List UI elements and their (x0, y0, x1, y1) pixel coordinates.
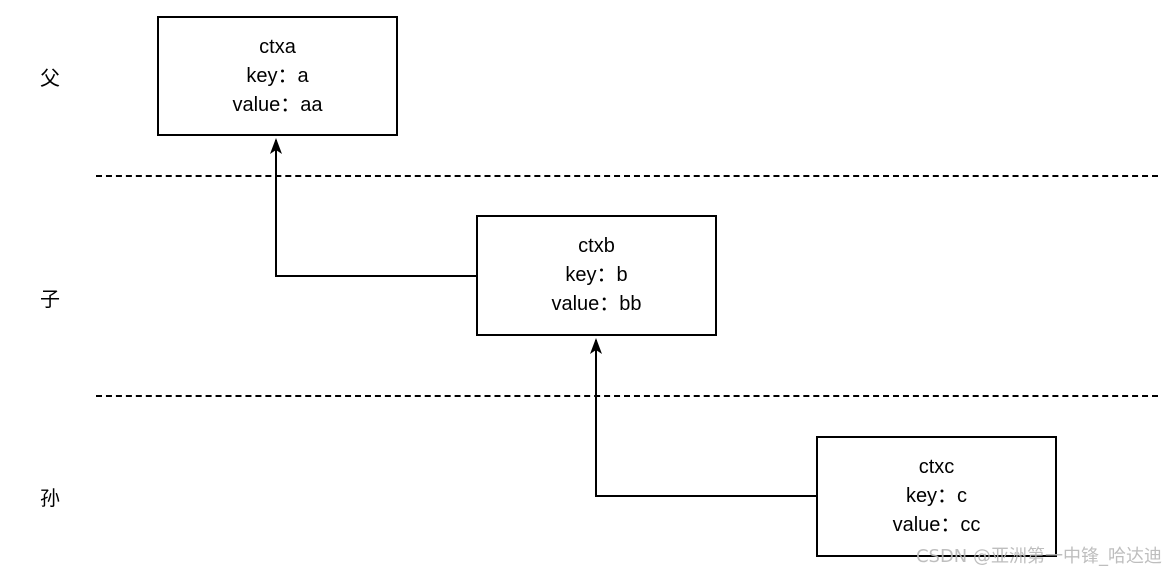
layer-label-parent: 父 (40, 66, 60, 90)
context-name: ctxb (578, 235, 615, 257)
context-box-ctxa: ctxa key：a value：aa (157, 16, 398, 136)
arrowhead-ctxa (270, 138, 282, 154)
edge-ctxb-to-ctxa (275, 140, 476, 277)
context-key: key：a (246, 64, 309, 87)
context-key: key：b (565, 264, 628, 286)
layer-divider-parent-child (96, 175, 1158, 177)
layer-label-child: 子 (40, 287, 60, 311)
context-box-ctxc: ctxc key：c value：cc (816, 436, 1057, 557)
layer-divider-child-grandchild (96, 395, 1158, 397)
context-value: value：aa (232, 93, 323, 116)
context-value: value：cc (892, 514, 981, 536)
context-key: key：c (905, 485, 968, 507)
context-name: ctxa (259, 35, 296, 58)
context-name: ctxc (918, 456, 955, 478)
watermark-text: CSDN @亚洲第一中锋_哈达迪 (915, 546, 1162, 567)
context-box-ctxb: ctxb key：b value：bb (476, 215, 717, 336)
layer-label-grandchild: 孙 (40, 486, 60, 510)
edge-ctxc-to-ctxb (595, 340, 816, 497)
context-value: value：bb (551, 293, 642, 315)
arrowhead-ctxb (590, 338, 602, 354)
